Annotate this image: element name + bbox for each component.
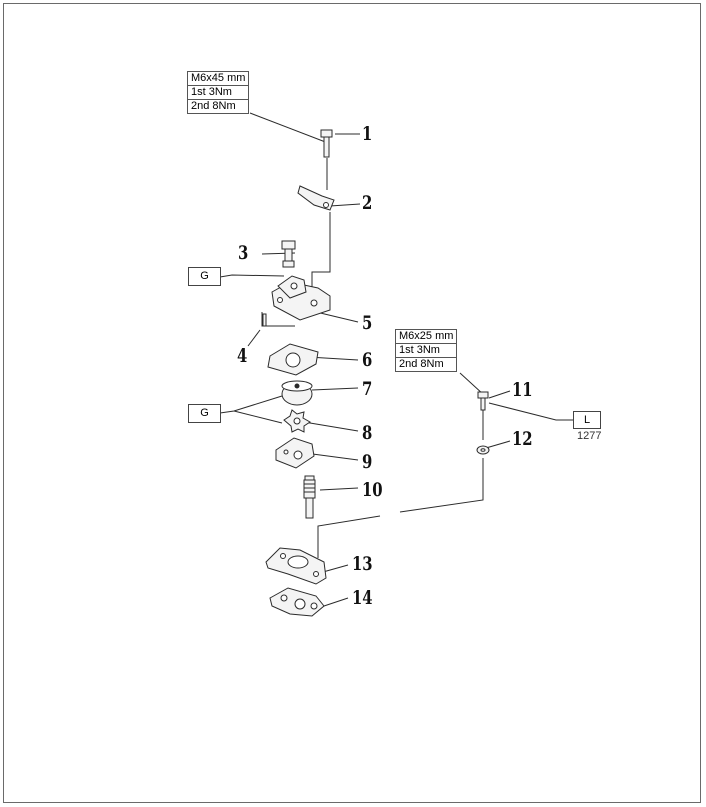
- assembly-line: [399, 458, 484, 513]
- callout-10: 10: [362, 479, 383, 501]
- leader-line: [249, 112, 329, 144]
- callout-12: 12: [512, 428, 533, 450]
- reference-number: 1277: [577, 430, 602, 442]
- callout-7: 7: [362, 378, 373, 400]
- spec-size: M6x25 mm: [394, 329, 458, 344]
- washer-part: [476, 445, 490, 455]
- callout-4: 4: [237, 345, 248, 367]
- spec-torque-second: 2nd 8Nm: [186, 99, 250, 114]
- spec-size: M6x45 mm: [186, 71, 250, 86]
- assembly-line: [311, 212, 331, 288]
- leader-line: [329, 203, 361, 207]
- leader-line: [459, 372, 485, 396]
- spec-table-screw: M6x25 mm 1st 3Nm 2nd 8Nm: [394, 329, 458, 372]
- pin-part: [262, 313, 267, 327]
- grease-flag: G: [188, 404, 221, 423]
- leader-line: [488, 390, 511, 399]
- bolt-part: [320, 129, 333, 158]
- leader-line: [485, 440, 511, 449]
- callout-13: 13: [352, 553, 373, 575]
- leader-line: [303, 421, 359, 432]
- callout-1: 1: [362, 123, 373, 145]
- callout-3: 3: [238, 242, 249, 264]
- flag-pointer: [233, 410, 283, 424]
- callout-8: 8: [362, 422, 373, 444]
- drawing-frame: [3, 3, 701, 803]
- assembly-line: [317, 515, 381, 558]
- spec-table-bolt: M6x45 mm 1st 3Nm 2nd 8Nm: [186, 71, 250, 114]
- clamp-plate-part: [297, 185, 335, 211]
- impeller-part: [283, 409, 311, 433]
- screw-part: [477, 391, 489, 411]
- leader-line: [322, 564, 349, 573]
- callout-14: 14: [352, 587, 373, 609]
- leader-line: [311, 387, 359, 391]
- callout-2: 2: [362, 192, 373, 214]
- assembly-line: [261, 312, 295, 327]
- pump-cup-part: [281, 380, 313, 406]
- base-gasket-part: [269, 587, 325, 617]
- leader-line: [247, 329, 261, 347]
- spec-torque-second: 2nd 8Nm: [394, 357, 458, 372]
- spec-torque-first: 1st 3Nm: [394, 343, 458, 358]
- callout-5: 5: [362, 312, 373, 334]
- flag-pointer: [219, 274, 285, 278]
- grease-flag: G: [188, 267, 221, 286]
- callout-11: 11: [512, 379, 533, 401]
- drive-shaft-part: [303, 475, 316, 519]
- spec-torque-first: 1st 3Nm: [186, 85, 250, 100]
- pump-housing-part: [271, 275, 331, 321]
- flag-pointer: [488, 402, 573, 421]
- callout-9: 9: [362, 451, 373, 473]
- base-housing-part: [265, 547, 327, 585]
- locking-compound-flag: L: [573, 411, 601, 429]
- leader-line: [319, 487, 359, 491]
- callout-6: 6: [362, 349, 373, 371]
- flag-pointer: [219, 395, 283, 414]
- gasket-part: [267, 343, 319, 376]
- fitting-part: [281, 240, 296, 268]
- wear-plate-part: [275, 437, 315, 469]
